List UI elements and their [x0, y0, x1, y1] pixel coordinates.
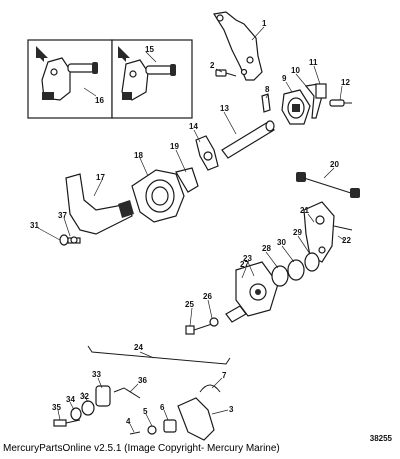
- callout-7: 7: [222, 371, 227, 380]
- part-lever: [195, 135, 219, 171]
- callout-10: 10: [291, 66, 300, 75]
- callout-27: 27: [240, 260, 249, 269]
- part-lower-link-group: [53, 385, 141, 427]
- diagram-code: 38255: [369, 434, 392, 443]
- callout-numbers: 1 2 3 4 5 6 7 8 9 10 11 12 13 14 15 16 1…: [30, 19, 351, 426]
- callout-9: 9: [282, 74, 287, 83]
- part-bracket: [213, 11, 263, 81]
- part-cam-assembly: [235, 252, 320, 317]
- callout-13: 13: [220, 104, 229, 113]
- callout-15: 15: [145, 45, 154, 54]
- inset-variant-b: [111, 39, 193, 119]
- callout-32: 32: [80, 392, 89, 401]
- part-detent-group: [129, 384, 221, 441]
- callout-24: 24: [134, 343, 143, 352]
- callout-37: 37: [58, 211, 67, 220]
- callout-11: 11: [309, 58, 318, 67]
- callout-20: 20: [330, 160, 339, 169]
- callout-35: 35: [52, 403, 61, 412]
- inset-variant-a: [27, 39, 113, 119]
- callout-14: 14: [189, 122, 198, 131]
- callout-30: 30: [277, 238, 286, 247]
- callout-28: 28: [262, 244, 271, 253]
- callout-16: 16: [95, 96, 104, 105]
- callout-26: 26: [203, 292, 212, 301]
- callout-18: 18: [134, 151, 143, 160]
- callout-36: 36: [138, 376, 147, 385]
- callout-3: 3: [229, 405, 234, 414]
- arrow-down-icon: [118, 46, 130, 62]
- part-handle: [65, 173, 134, 235]
- callout-5: 5: [143, 407, 148, 416]
- callout-31: 31: [30, 221, 39, 230]
- callout-33: 33: [92, 370, 101, 379]
- part-screw-small: [215, 69, 237, 77]
- callout-29: 29: [293, 228, 302, 237]
- part-boot: [131, 167, 199, 223]
- image-caption: MercuryPartsOnline v2.5.1 (Image Copyrig…: [3, 443, 280, 454]
- callout-34: 34: [66, 395, 75, 404]
- leader-lines: [37, 26, 345, 433]
- callout-6: 6: [160, 403, 165, 412]
- callout-12: 12: [341, 78, 350, 87]
- part-shaft: [221, 120, 275, 159]
- arrow-down-icon: [36, 46, 48, 62]
- part-shift-rod: [87, 345, 231, 365]
- callout-1: 1: [262, 19, 267, 28]
- part-bolt-washer-left: [59, 234, 81, 246]
- callout-22: 22: [342, 236, 351, 245]
- callout-21: 21: [300, 206, 309, 215]
- part-bolt-spacer: [185, 305, 247, 335]
- callout-2: 2: [210, 61, 215, 70]
- callout-8: 8: [265, 85, 270, 94]
- part-link-rod: [296, 172, 360, 198]
- part-shift-bracket: [303, 201, 353, 263]
- part-linkage-group: [261, 83, 352, 125]
- callout-19: 19: [170, 142, 179, 151]
- callout-25: 25: [185, 300, 194, 309]
- callout-17: 17: [96, 173, 105, 182]
- callout-23: 23: [243, 254, 252, 263]
- callout-4: 4: [126, 417, 131, 426]
